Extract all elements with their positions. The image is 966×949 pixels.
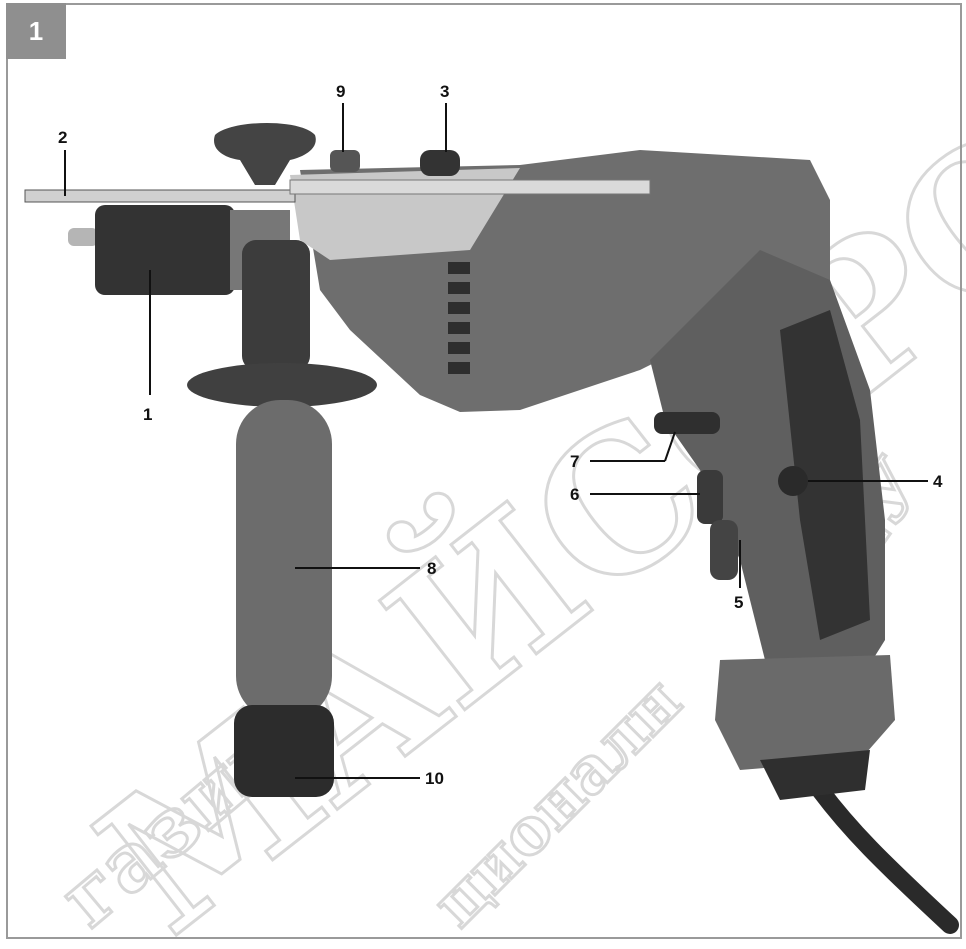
- callout-9: 9: [336, 82, 345, 101]
- side-handle-knob: [214, 122, 316, 185]
- callout-labels: 1 2 3 4 5 6 7 8 9 10: [58, 82, 943, 788]
- trigger-switch: [710, 520, 738, 580]
- side-handle-guard: [187, 363, 377, 407]
- callout-10: 10: [425, 769, 444, 788]
- grip-insert: [780, 310, 870, 640]
- callout-4: 4: [933, 472, 943, 491]
- callout-6: 6: [570, 485, 579, 504]
- side-handle-neck: [242, 240, 310, 370]
- callout-8: 8: [427, 559, 436, 578]
- callout-7: 7: [570, 452, 579, 471]
- lock-button: [654, 412, 720, 434]
- callout-2: 2: [58, 128, 67, 147]
- cord-guard: [760, 750, 870, 800]
- callout-5: 5: [734, 593, 743, 612]
- callout-1: 1: [143, 405, 152, 424]
- mode-selector-knob: [420, 150, 460, 176]
- power-cord: [811, 781, 959, 934]
- side-handle-grip: [236, 400, 332, 720]
- drill-chuck: [95, 205, 235, 295]
- figure-number-badge: 1: [6, 3, 66, 59]
- callout-leaders: [64, 103, 928, 779]
- locking-button: [778, 466, 808, 496]
- speed-wheel: [697, 470, 723, 524]
- grip-base: [715, 655, 895, 770]
- figure-frame: [6, 3, 962, 939]
- leader-7-up: [664, 431, 676, 462]
- drill-chuck-tip: [68, 228, 98, 246]
- side-handle-end-cap: [234, 705, 334, 797]
- cooling-vents: [448, 262, 470, 374]
- depth-scale: [289, 179, 651, 195]
- depth-stop-release: [330, 150, 360, 172]
- depth-stop-rod: [24, 189, 296, 203]
- callout-3: 3: [440, 82, 449, 101]
